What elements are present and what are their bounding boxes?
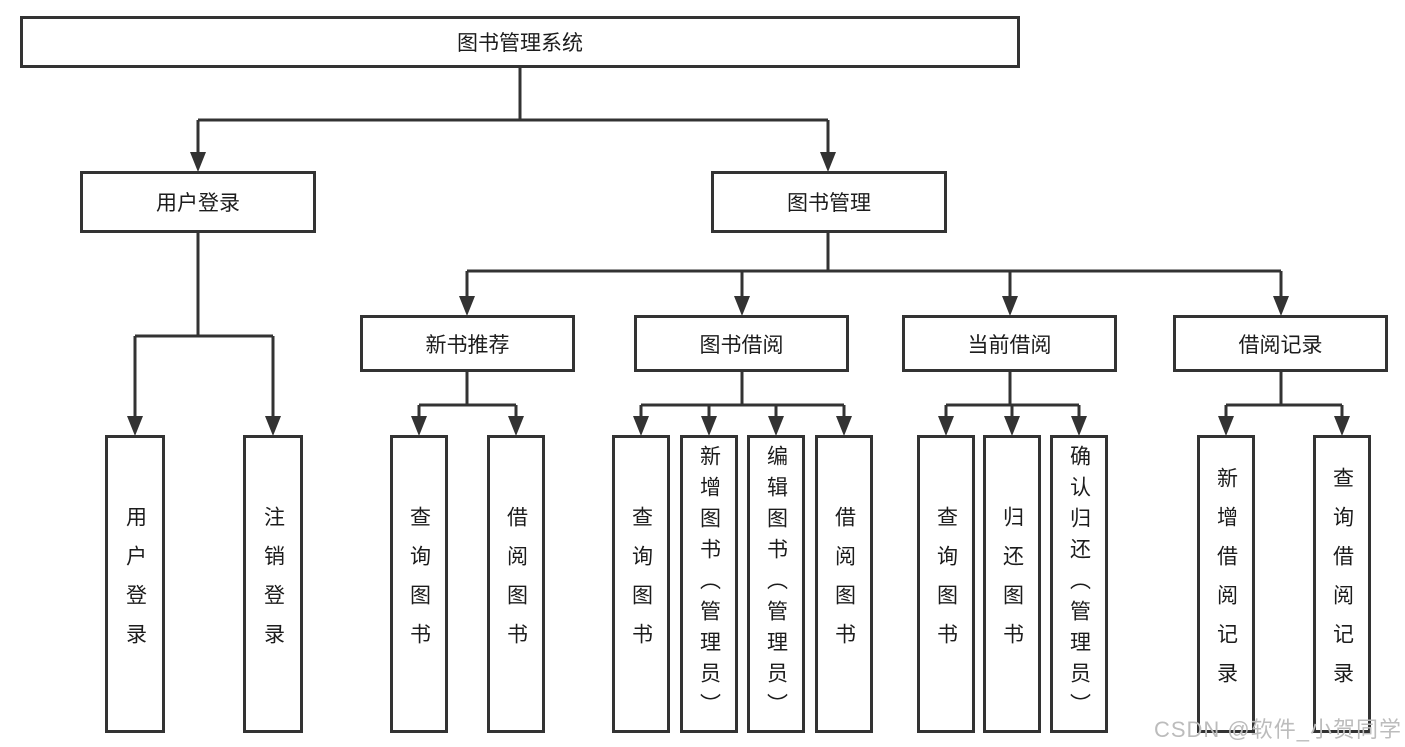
node-label: 用户登录 [156, 192, 240, 215]
node-label: 查询图书 [629, 506, 653, 662]
node-leaf-return-books: 归还图书 [983, 435, 1041, 733]
tree-edges [133, 68, 1344, 423]
node-root-library-system: 图书管理系统 [20, 16, 1020, 68]
node-label: 借阅记录 [1238, 333, 1323, 357]
node-book-management: 图书管理 [711, 171, 947, 233]
node-label: 用户登录 [123, 506, 147, 662]
node-label: 新增借阅记录 [1214, 467, 1238, 701]
node-leaf-confirm-return-admin: 确认归还（管理员） [1050, 435, 1108, 733]
node-label: 查询图书 [407, 506, 431, 662]
node-user-login: 用户登录 [80, 171, 316, 233]
node-current-borrowing: 当前借阅 [902, 315, 1117, 372]
node-leaf-add-borrow-record: 新增借阅记录 [1197, 435, 1255, 733]
node-leaf-query-books-2: 查询图书 [612, 435, 670, 733]
node-label: 新增图书（管理员） [697, 444, 721, 724]
node-borrowing-records: 借阅记录 [1173, 315, 1388, 372]
node-label: 查询图书 [934, 506, 958, 662]
node-label: 图书管理系统 [457, 32, 583, 55]
node-leaf-query-borrow-record: 查询借阅记录 [1313, 435, 1371, 733]
node-leaf-borrow-books-1: 借阅图书 [487, 435, 545, 733]
node-label: 确认归还（管理员） [1067, 444, 1091, 724]
node-leaf-user-login: 用户登录 [105, 435, 165, 733]
node-leaf-logout: 注销登录 [243, 435, 303, 733]
node-label: 查询借阅记录 [1330, 467, 1354, 701]
node-label: 图书管理 [787, 192, 871, 215]
csdn-watermark: CSDN @软件_小贺同学 [1153, 717, 1402, 742]
node-book-borrowing: 图书借阅 [634, 315, 849, 372]
node-label: 借阅图书 [504, 506, 528, 662]
node-leaf-query-books-1: 查询图书 [390, 435, 448, 733]
node-label: 新书推荐 [425, 333, 510, 357]
node-leaf-edit-books-admin: 编辑图书（管理员） [747, 435, 805, 733]
node-label: 当前借阅 [967, 333, 1052, 357]
node-leaf-add-books-admin: 新增图书（管理员） [680, 435, 738, 733]
node-label: 注销登录 [261, 506, 285, 662]
node-label: 图书借阅 [699, 333, 784, 357]
node-label: 归还图书 [1000, 506, 1024, 662]
node-leaf-query-books-3: 查询图书 [917, 435, 975, 733]
node-new-book-recommendation: 新书推荐 [360, 315, 575, 372]
node-leaf-borrow-books-2: 借阅图书 [815, 435, 873, 733]
node-label: 编辑图书（管理员） [764, 444, 788, 724]
node-label: 借阅图书 [832, 506, 856, 662]
